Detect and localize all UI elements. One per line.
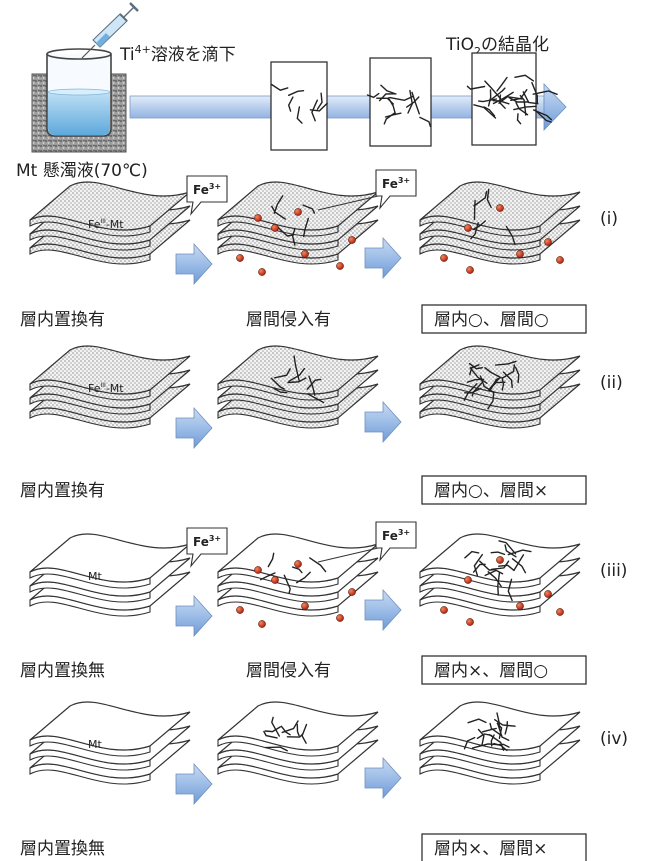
syringe-label: Ti4+溶液を滴下 (119, 43, 236, 65)
fe-tag-added: Fe3+ (186, 527, 228, 568)
stage-frame-2 (369, 57, 432, 147)
fe-ion-dot (496, 204, 504, 212)
result-box (421, 655, 587, 685)
fe-ion-dot (301, 602, 309, 610)
clay-stack-intermediate (217, 345, 379, 429)
tio2-fibers (271, 188, 516, 246)
substitution-caption: 層内置換無 (20, 661, 105, 681)
step-arrow (175, 762, 213, 806)
fe-label: Fe3+ (193, 182, 221, 197)
scenario-number: (iii) (600, 561, 627, 581)
fe-ion-dot (271, 576, 279, 584)
fe-ion-dot (440, 254, 448, 262)
clay-stack-final (419, 181, 581, 265)
syringe-icon (81, 2, 139, 59)
sheet-label: Mt (88, 738, 102, 751)
intercalation-caption: 層間侵入有 (246, 661, 331, 681)
fe-tag-interlayer: Fe3+ (375, 521, 417, 562)
fe-ion-dot (464, 224, 472, 232)
scenario-number: (ii) (600, 373, 623, 393)
beaker-label: Mt 懸濁液(70℃) (16, 161, 148, 181)
fe-ion-dot (348, 236, 356, 244)
fe-ion-dot (544, 590, 552, 598)
fe-ion-dot (236, 254, 244, 262)
tio2-fibers (270, 74, 558, 128)
fe-ion-dot (236, 606, 244, 614)
sheet-label: Mt (88, 570, 102, 583)
stage-frame-1 (270, 61, 328, 151)
fe-ion-dot (336, 262, 344, 270)
clay-stack-initial (29, 181, 191, 265)
clay-stack-initial (29, 533, 191, 617)
fe-ion-dot (556, 256, 564, 264)
fe-ion-dot (348, 588, 356, 596)
fe-ion-dot (516, 602, 524, 610)
fe-ion-dot (271, 224, 279, 232)
fe-ion-dot (496, 556, 504, 564)
fe-ion-dot (294, 208, 302, 216)
fe-ion-dot (464, 576, 472, 584)
fe-label: Fe3+ (193, 534, 221, 549)
clay-stack-intermediate (217, 181, 379, 265)
scenario-row: FeIII-Mt (ii) 層内置換有 層内○、層間× (20, 345, 623, 505)
sheet-label: FeIII-Mt (88, 382, 124, 395)
substitution-caption: 層内置換無 (20, 839, 105, 859)
tio2-fibers (270, 355, 520, 410)
fe-ion-dot (336, 614, 344, 622)
step-arrow (364, 756, 402, 800)
crystallization-label: TiO2の結晶化 (445, 35, 549, 58)
fe-label: Fe3+ (382, 528, 410, 543)
fe-ion-dot (258, 620, 266, 628)
result-text: 層内○、層間× (434, 481, 548, 501)
clay-stack-initial (29, 701, 191, 785)
sheet-label: FeIII-Mt (88, 218, 124, 231)
fe-ion-dot (258, 268, 266, 276)
fe-ion-dot (254, 566, 262, 574)
scenario-row: Mt Fe3+ Fe3+ (iii) 層内置換無 層間侵入有 層内×、層間○ (20, 521, 627, 685)
tio2-fibers (263, 712, 516, 752)
step-arrow (364, 236, 402, 280)
step-arrow (364, 400, 402, 444)
result-text: 層内○、層間○ (434, 310, 549, 330)
fe-ion-dot (516, 250, 524, 258)
clay-stack-intermediate (217, 533, 379, 617)
result-text: 層内×、層間× (434, 839, 548, 859)
fe-label: Fe3+ (382, 176, 410, 191)
fe-ion-dot (294, 560, 302, 568)
result-box (421, 475, 587, 505)
step-arrow (175, 406, 213, 450)
fe-ion-dot (556, 608, 564, 616)
fe-tag-added: Fe3+ (186, 175, 228, 216)
beaker (46, 48, 112, 137)
result-box (421, 833, 587, 861)
step-arrow (175, 594, 213, 638)
clay-stack-final (419, 701, 581, 785)
result-text: 層内×、層間○ (434, 661, 548, 681)
clay-stack-intermediate (217, 701, 379, 785)
fe-ion-dot (440, 606, 448, 614)
clay-stack-final (419, 533, 581, 617)
scenario-row: FeIII-Mt Fe3+ Fe3+ (i) 層内置換有 層間侵入有 層内○、層間○ (20, 169, 618, 334)
clay-stack-initial (29, 345, 191, 429)
fe-ion-dot (466, 618, 474, 626)
process-header: Ti4+溶液を滴下 TiO2の結晶化 Mt 懸濁液(70℃) (16, 2, 567, 181)
scenario-row: Mt (iv) 層内置換無 層内×、層間× (20, 701, 628, 861)
intercalation-caption: 層間侵入有 (246, 310, 331, 330)
fe-ion-dot (254, 214, 262, 222)
step-arrow (364, 588, 402, 632)
fe-ion-dot (466, 266, 474, 274)
clay-stack-final (419, 345, 581, 429)
substitution-caption: 層内置換有 (20, 310, 105, 330)
fe-ion-dot (301, 250, 309, 258)
result-box (421, 304, 587, 334)
fe-tag-interlayer: Fe3+ (375, 169, 417, 210)
scenario-number: (iv) (600, 729, 628, 749)
scenario-number: (i) (600, 209, 618, 229)
fe-ion-dot (544, 238, 552, 246)
step-arrow (175, 242, 213, 286)
tio2-fibers (260, 540, 532, 602)
substitution-caption: 層内置換有 (20, 481, 105, 501)
